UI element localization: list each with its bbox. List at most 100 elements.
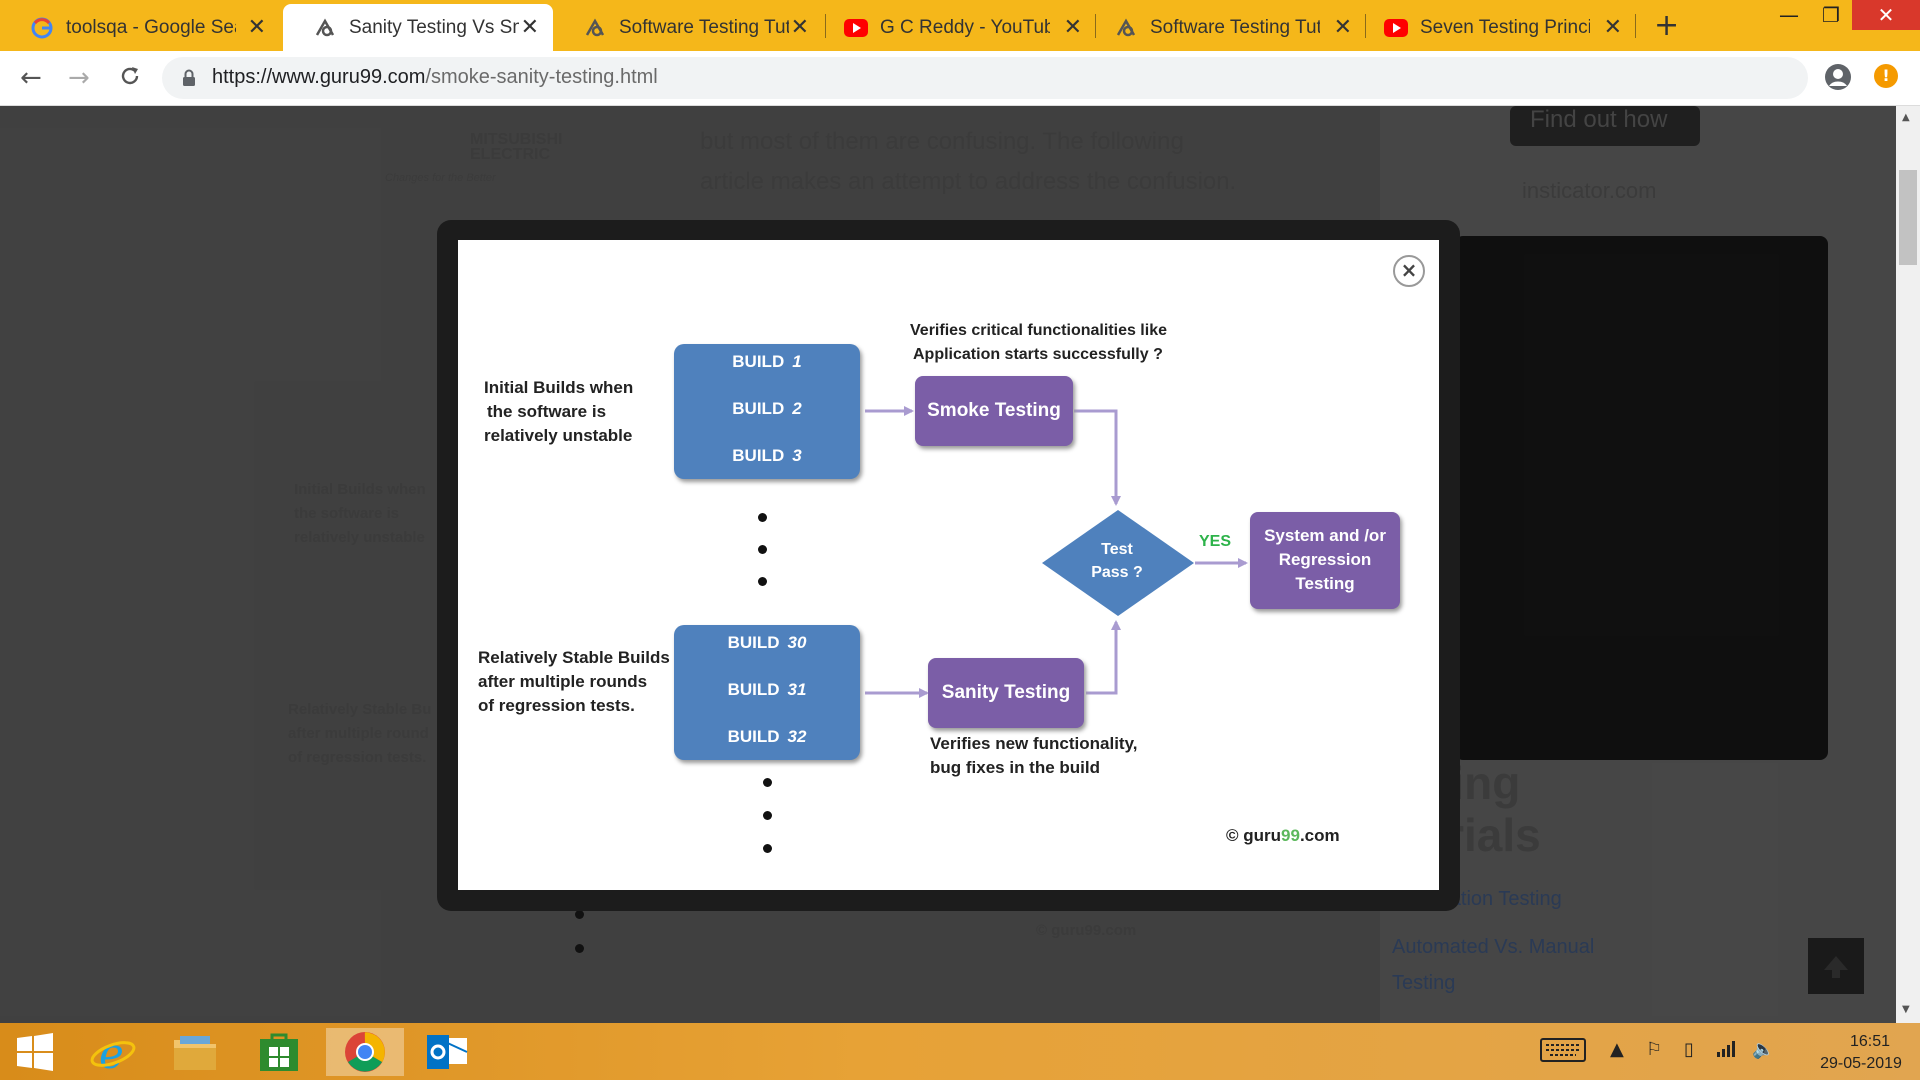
continuation-dot [763, 844, 772, 853]
action-center-flag-icon[interactable]: ⚐ [1646, 1039, 1663, 1060]
bg-dot [575, 944, 584, 953]
lock-icon [182, 69, 196, 91]
insticator-label: insticator.com [1522, 178, 1657, 203]
minimize-button[interactable]: — [1779, 3, 1799, 27]
outlook-icon[interactable] [412, 1028, 482, 1076]
continuation-dot [758, 545, 767, 554]
windows-start-icon[interactable] [0, 1028, 70, 1076]
reload-icon [121, 67, 139, 85]
tab-separator [825, 14, 826, 38]
new-tab-button[interactable]: + [1654, 8, 1680, 43]
stable-builds-label: Relatively Stable Builds after multiple … [478, 648, 670, 715]
network-signal-icon[interactable] [1716, 1039, 1738, 1062]
google-icon [30, 16, 54, 40]
tab-close-icon[interactable]: ✕ [1603, 14, 1622, 39]
tab-software-testing-tutorial-1[interactable]: Software Testing Tuto ✕ [553, 4, 823, 51]
scroll-to-top-button[interactable] [1808, 938, 1864, 994]
continuation-dot [758, 513, 767, 522]
close-icon[interactable]: × [1393, 255, 1425, 287]
url-host: https://www.guru99.com [212, 66, 426, 88]
window-close-button[interactable]: ✕ [1852, 0, 1920, 30]
guru99-icon [583, 16, 607, 40]
browser-toolbar: ← → https://www.guru99.com/smoke-sanity-… [0, 51, 1920, 106]
tab-sanity-vs-smoke[interactable]: Sanity Testing Vs Smo ✕ [283, 4, 553, 51]
smoke-note: Verifies critical functionalities like A… [910, 322, 1167, 363]
guru99-copyright: © guru99.com [1226, 826, 1340, 845]
restore-button[interactable]: ❐ [1822, 3, 1840, 27]
arrow-up-icon [1824, 956, 1848, 978]
sanity-testing-box: Sanity Testing [928, 658, 1084, 728]
system-regression-box: System and /or Regression Testing [1250, 512, 1400, 609]
continuation-dot [763, 778, 772, 787]
initial-builds-label: Initial Builds when the software is rela… [484, 378, 634, 445]
tab-close-icon[interactable]: ✕ [1063, 14, 1082, 39]
tab-close-icon[interactable]: ✕ [1333, 14, 1352, 39]
lightbox-image: × Initial Builds when the software is re… [458, 240, 1439, 890]
address-bar[interactable]: https://www.guru99.com/smoke-sanity-test… [162, 57, 1808, 99]
tab-separator [1095, 14, 1096, 38]
back-button[interactable]: ← [20, 63, 42, 93]
tab-title: toolsqa - Google Sear [66, 16, 236, 38]
tab-strip: toolsqa - Google Sear ✕ Sanity Testing V… [0, 0, 1920, 51]
bg-dot [575, 910, 584, 919]
continuation-dot [758, 577, 767, 586]
tab-separator [1635, 14, 1636, 38]
url-path: /smoke-sanity-testing.html [425, 66, 658, 88]
tab-title: G C Reddy - YouTube [880, 16, 1050, 38]
scroll-up-icon[interactable]: ▲ [1902, 112, 1910, 123]
tab-software-testing-tutorial-2[interactable]: Software Testing Tuto ✕ [1096, 4, 1366, 51]
file-explorer-icon[interactable] [160, 1028, 230, 1076]
tab-title: Sanity Testing Vs Smo [349, 16, 519, 38]
tab-close-icon[interactable]: ✕ [790, 14, 809, 39]
clock-date[interactable]: 29-05-2019 [1820, 1055, 1902, 1072]
chrome-icon[interactable] [326, 1028, 404, 1076]
sidebar-link[interactable]: Testing [1392, 972, 1456, 994]
volume-icon[interactable]: 🔈 [1752, 1039, 1775, 1060]
find-out-how-label: Find out how [1530, 106, 1668, 133]
tab-google-search[interactable]: toolsqa - Google Sear ✕ [0, 4, 280, 51]
arrow-sanity-to-decision [1086, 620, 1121, 695]
internet-explorer-icon[interactable]: e [78, 1028, 148, 1076]
reload-button[interactable] [118, 64, 142, 94]
scroll-thumb[interactable] [1899, 170, 1917, 265]
arrow-smoke-to-decision [1074, 409, 1121, 506]
tab-close-icon[interactable]: ✕ [520, 14, 539, 39]
forward-button[interactable]: → [68, 63, 90, 93]
clock-time[interactable]: 16:51 [1849, 1033, 1891, 1050]
store-icon[interactable] [244, 1028, 314, 1076]
yes-label: YES [1199, 533, 1232, 550]
ad-brand: MITSUBISHI ELECTRIC [470, 131, 563, 163]
smoke-testing-box: Smoke Testing [915, 376, 1073, 446]
tray-overflow-icon[interactable]: ▲ [1610, 1039, 1624, 1060]
tab-seven-testing-principles[interactable]: Seven Testing Principl ✕ [1366, 4, 1636, 51]
alert-icon[interactable]: ! [1874, 64, 1898, 88]
battery-icon[interactable]: ▯ [1684, 1039, 1694, 1060]
sidebar-link[interactable]: Automated Vs. Manual [1392, 936, 1595, 958]
url-text[interactable]: https://www.guru99.com/smoke-sanity-test… [212, 66, 658, 89]
keyboard-icon[interactable] [1540, 1035, 1586, 1070]
tab-title: Seven Testing Principl [1420, 16, 1590, 38]
article-text-line: but most of them are confusing. The foll… [700, 128, 1184, 155]
decision-diamond [1042, 510, 1194, 616]
tab-title: Software Testing Tuto [619, 16, 789, 38]
guru99-icon [313, 16, 337, 40]
tab-title: Software Testing Tuto [1150, 16, 1320, 38]
tab-close-icon[interactable]: ✕ [247, 14, 266, 39]
continuation-dot [763, 811, 772, 820]
tab-separator [1365, 14, 1366, 38]
scroll-down-icon[interactable]: ▼ [1902, 1004, 1910, 1015]
profile-icon[interactable] [1824, 63, 1852, 95]
tab-gc-reddy-youtube[interactable]: G C Reddy - YouTube ✕ [826, 4, 1096, 51]
bg-copyright: © guru99.com [1036, 922, 1137, 939]
article-text-line: article makes an attempt to address the … [700, 168, 1237, 195]
